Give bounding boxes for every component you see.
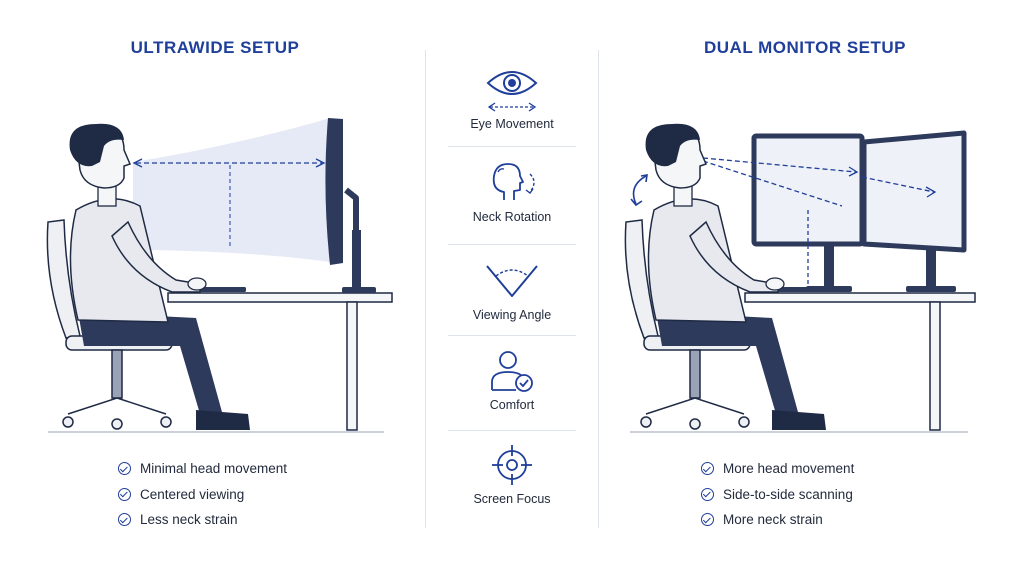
eye-icon: [486, 71, 538, 112]
separator: [448, 430, 576, 431]
neck-rotation-arrow: [630, 174, 648, 207]
list-item: More head movement: [701, 456, 854, 482]
factor-label: Neck Rotation: [472, 210, 552, 224]
seated-person-right: [645, 123, 826, 430]
separator: [448, 335, 576, 336]
dual-monitor-title: DUAL MONITOR SETUP: [704, 38, 906, 57]
keyboard-right: [773, 287, 831, 292]
factor-label: Eye Movement: [470, 117, 554, 131]
ultrawide-benefits: Minimal head movement Centered viewing L…: [118, 456, 287, 533]
eye-sweep-arrow: [132, 158, 326, 168]
ultrawide-monitor: [325, 118, 343, 265]
ultrawide-stand: [342, 187, 376, 293]
factor-comfort: Comfort: [448, 348, 576, 412]
factor-eye-movement: Eye Movement: [448, 65, 576, 131]
check-circle-icon: [701, 513, 714, 527]
person-check-icon: [491, 351, 533, 392]
desk-right: [744, 292, 976, 431]
factor-label: Comfort: [489, 398, 535, 412]
check-circle-icon: [118, 462, 131, 476]
check-circle-icon: [701, 487, 714, 501]
factor-viewing-angle: Viewing Angle: [448, 260, 576, 322]
gaze-arrows: [702, 157, 937, 286]
head-rotation-icon: [492, 163, 535, 200]
field-of-view: [133, 118, 330, 262]
factor-neck-rotation: Neck Rotation: [448, 160, 576, 224]
separator: [448, 244, 576, 245]
separator: [448, 146, 576, 147]
factor-screen-focus: Screen Focus: [448, 442, 576, 506]
factor-label: Screen Focus: [473, 492, 551, 506]
seated-person-left: [69, 123, 250, 430]
factor-label: Viewing Angle: [472, 308, 552, 322]
monitor-right: [861, 130, 967, 292]
list-item: More neck strain: [701, 507, 854, 533]
divider-left: [425, 50, 426, 528]
check-circle-icon: [118, 487, 131, 501]
check-circle-icon: [701, 462, 714, 476]
list-item: Side-to-side scanning: [701, 482, 854, 508]
angle-icon: [486, 265, 538, 297]
check-circle-icon: [118, 513, 131, 527]
list-item: Centered viewing: [118, 482, 287, 508]
list-item: Minimal head movement: [118, 456, 287, 482]
divider-right: [598, 50, 599, 528]
ultrawide-title: ULTRAWIDE SETUP: [130, 38, 300, 57]
crosshair-icon: [492, 445, 532, 485]
desk: [167, 292, 393, 431]
dual-monitor-drawbacks: More head movement Side-to-side scanning…: [701, 456, 854, 533]
list-item: Less neck strain: [118, 507, 287, 533]
